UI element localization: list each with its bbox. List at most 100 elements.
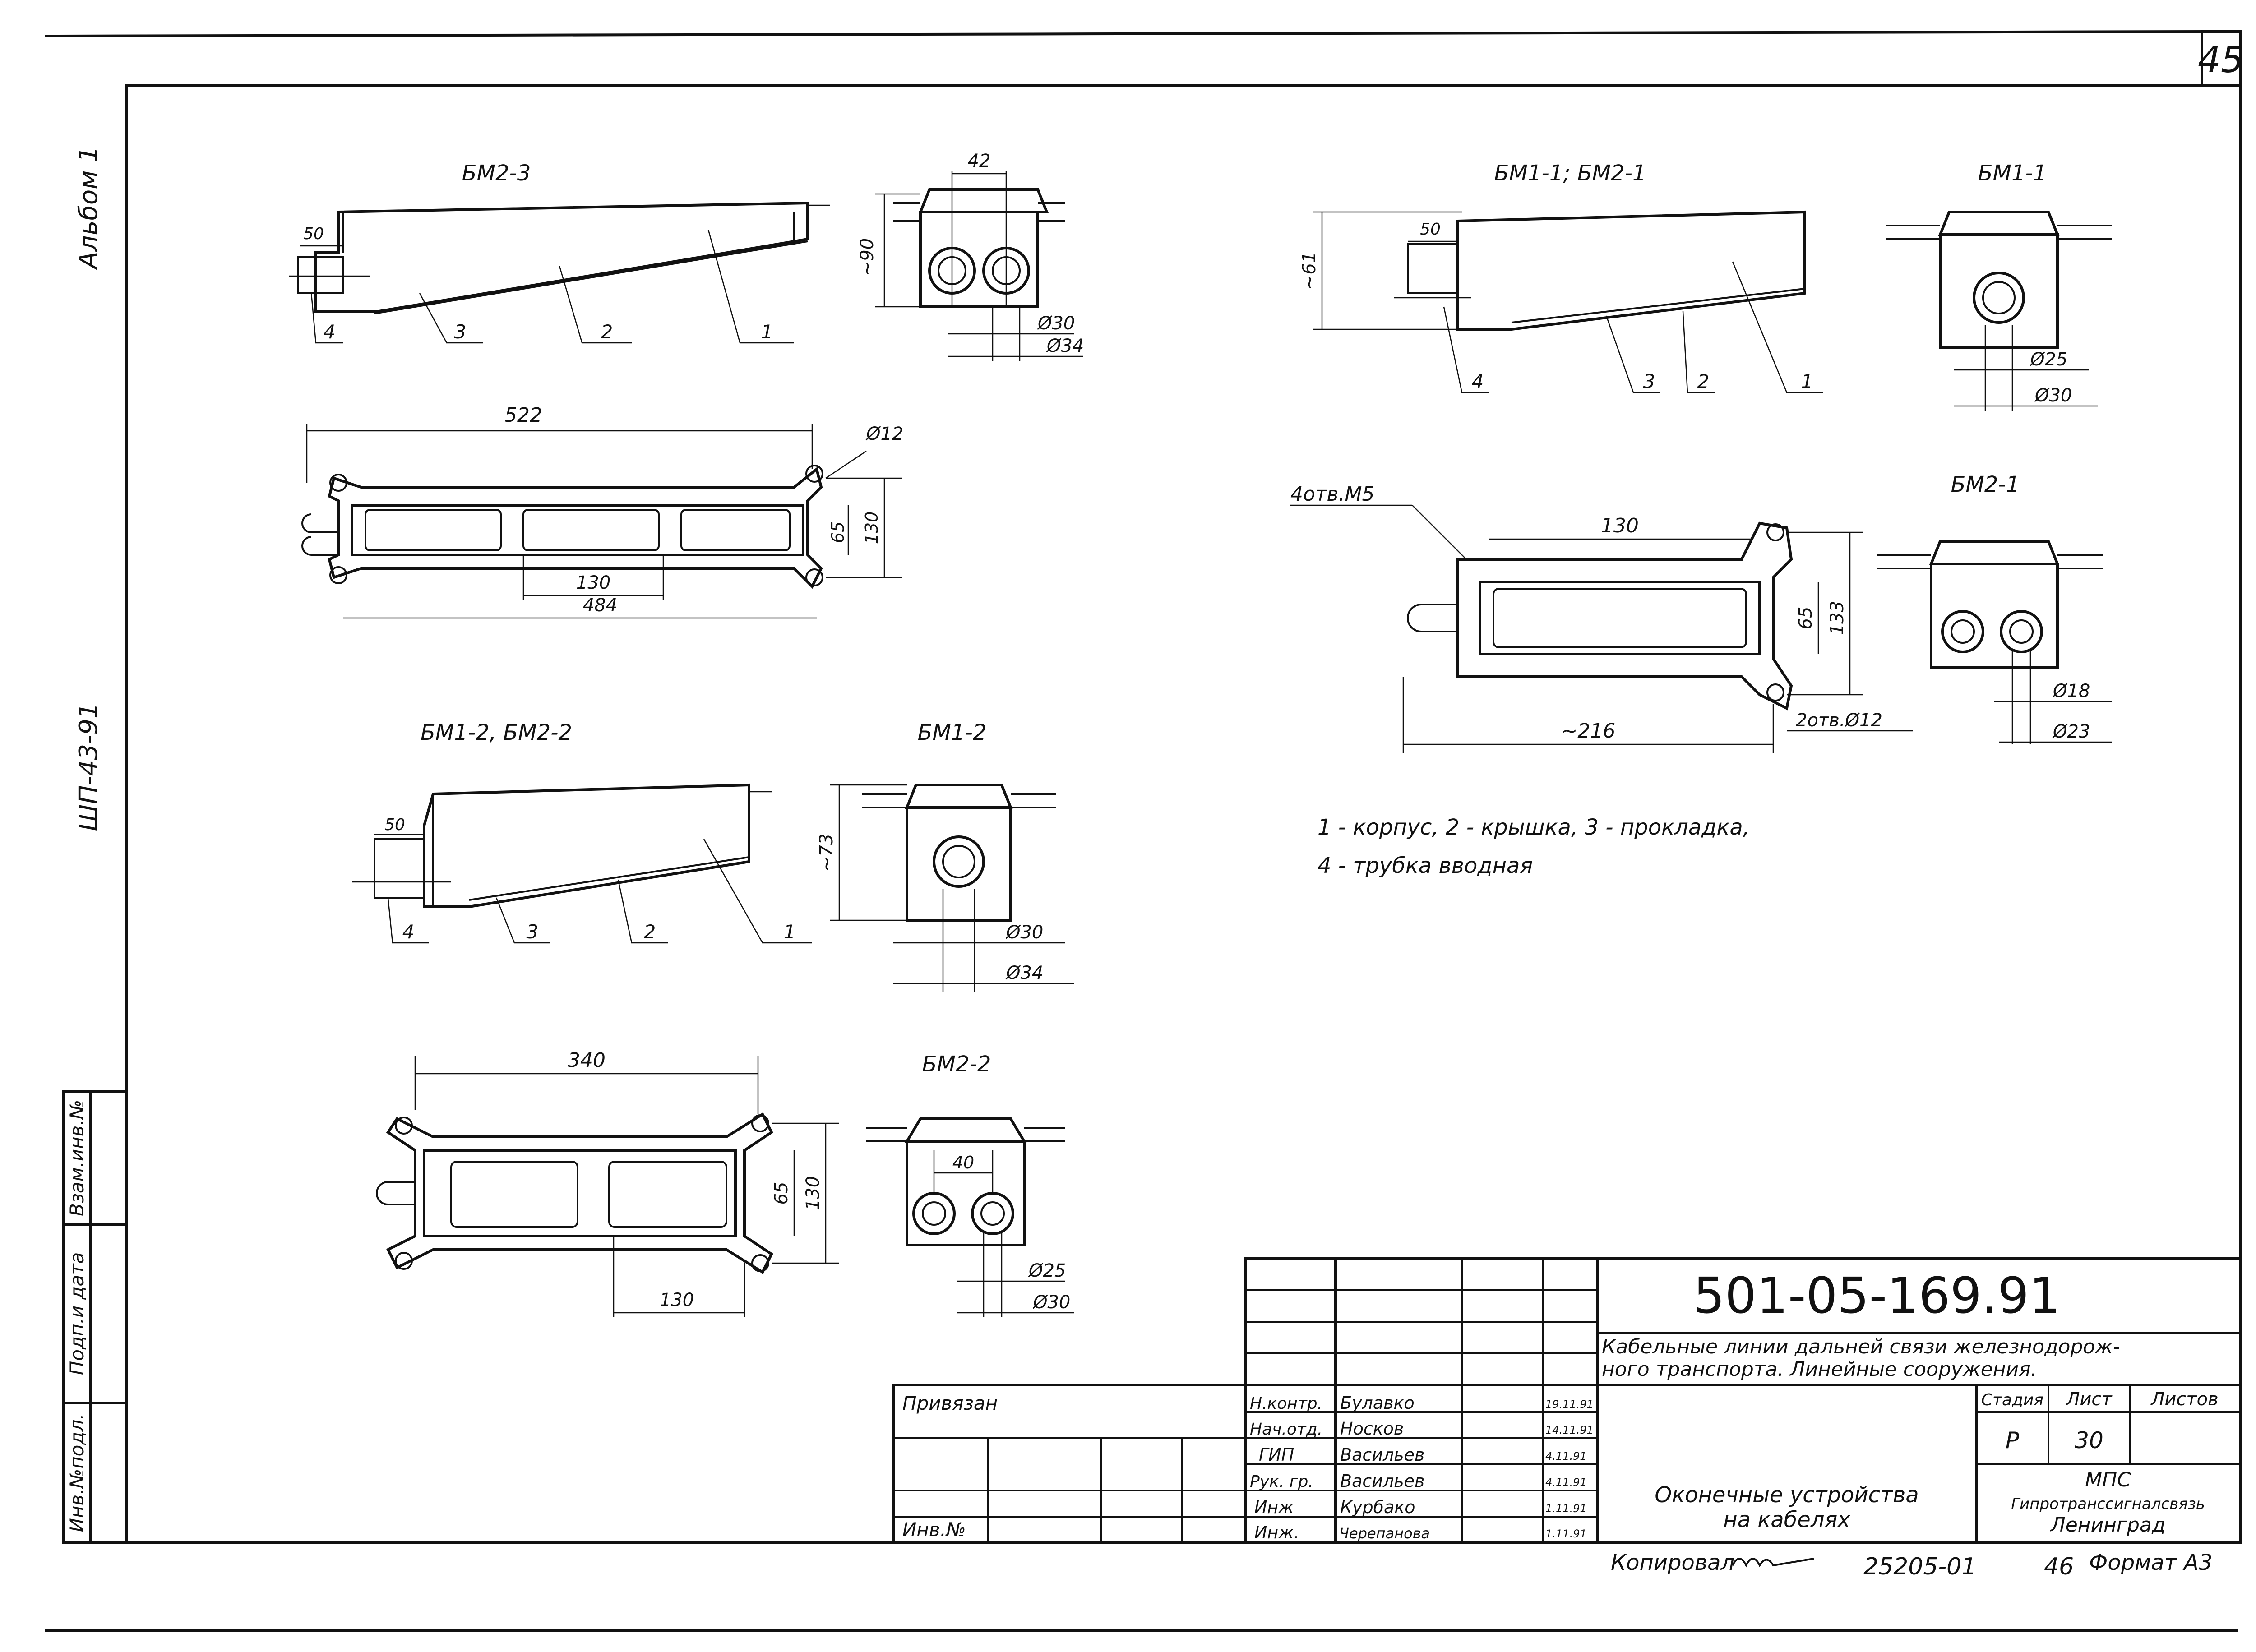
bm11-side-view: БМ1-1; БМ2-1 ~61 50 4 3 2 1 [1299, 161, 1823, 393]
staff-date: 4.11.91 [1545, 1450, 1587, 1463]
bm23-callout-3: 3 [454, 321, 467, 343]
staff-row-5: Инж Курбако 1.11.91 [1254, 1497, 1587, 1517]
bm12-dia34: Ø34 [1005, 963, 1043, 983]
bm21-dia18: Ø18 [2052, 681, 2090, 701]
bm11-dim-height: ~61 [1299, 252, 1320, 290]
album-label: Альбом 1 [74, 146, 103, 270]
org-line-3: Ленинград [2050, 1514, 2166, 1537]
bm23-side-view: БМ2-3 50 4 3 2 1 [289, 161, 830, 344]
bm12-callout-3: 3 [527, 921, 539, 943]
bm11-end-title: БМ1-1 [1978, 161, 2047, 186]
privyazan-label: Привязан [902, 1392, 998, 1414]
staff-name: Носков [1340, 1419, 1404, 1439]
staff-role: Рук. гр. [1250, 1472, 1313, 1491]
bm21-plan-view: 4отв.М5 130 65 133 ~216 2отв.Ø12 [1290, 483, 1913, 753]
bm11-callout-4: 4 [1472, 370, 1484, 392]
bm23-callout-2: 2 [601, 321, 613, 343]
bm21-dim-65: 65 [1795, 607, 1816, 630]
inv-no-label: Инв.№ [902, 1518, 966, 1541]
staff-row-6: Инж. Черепанова 1.11.91 [1254, 1523, 1587, 1542]
bm11-callout-3: 3 [1643, 370, 1655, 392]
bm23-dim-130: 130 [862, 512, 882, 545]
designation: 501-05-169.91 [1693, 1267, 2061, 1324]
bm12-side-view: БМ1-2, БМ2-2 50 4 3 2 1 [352, 720, 812, 944]
stage-header: Стадия [1981, 1391, 2043, 1409]
staff-role: ГИП [1259, 1445, 1294, 1465]
staff-name: Булавко [1340, 1393, 1415, 1413]
staff-row-2: Нач.отд. Носков 14.11.91 [1250, 1419, 1594, 1439]
bm21-dim-133: 133 [1827, 601, 1848, 635]
bm23-dim-d12: Ø12 [865, 424, 903, 444]
bm11-dim-50: 50 [1420, 220, 1441, 239]
sheets-header: Листов [2150, 1389, 2218, 1410]
series-label: ШП-43-91 [74, 703, 103, 831]
bm22-dim-130: 130 [803, 1176, 823, 1210]
staff-date: 4.11.91 [1545, 1476, 1587, 1489]
bm22-plan-view: 340 65 130 130 [376, 1049, 839, 1317]
footer-format: Формат А3 [2089, 1550, 2212, 1575]
org-line-1: МПС [2085, 1468, 2131, 1491]
bm12-title: БМ1-2, БМ2-2 [421, 720, 572, 745]
staff-row-4: Рук. гр. Васильев 4.11.91 [1250, 1471, 1587, 1491]
footer-copy: Копировал [1611, 1550, 1734, 1575]
left-margin: Альбом 1 ШП-43-91 Инв.№подл. Подп.и дата… [62, 146, 128, 1544]
bm12-end-title: БМ1-2 [918, 720, 987, 745]
bm11-dia25: Ø25 [2029, 349, 2067, 370]
bm23-dia34: Ø34 [1046, 336, 1084, 356]
bm23-dia30: Ø30 [1037, 313, 1075, 334]
bm11-callout-1: 1 [1801, 370, 1813, 392]
bm11-end-view: БМ1-1 Ø25 Ø30 [1886, 161, 2112, 411]
bm23-dim-pitch: 130 [576, 572, 610, 593]
bm12-callout-1: 1 [784, 921, 796, 943]
sheet-header: Лист [2065, 1389, 2113, 1410]
bm21-dia23: Ø23 [2052, 721, 2090, 742]
staff-date: 1.11.91 [1545, 1527, 1587, 1540]
bm21-end-title: БМ2-1 [1951, 472, 2020, 497]
bm22-dim-65: 65 [771, 1182, 792, 1205]
bm23-dim-484: 484 [583, 595, 617, 616]
sheet-title-2: на кабелях [1723, 1507, 1850, 1532]
bm23-plan-view: 522 Ø12 65 130 130 484 [301, 404, 903, 619]
bm12-callout-4: 4 [402, 921, 415, 943]
bm22-dim-40: 40 [952, 1153, 974, 1172]
staff-name: Васильев [1340, 1471, 1424, 1491]
bm11-dia30: Ø30 [2034, 385, 2072, 406]
stamp-podp-data: Подп.и дата [66, 1252, 88, 1375]
sheet-value: 30 [2075, 1427, 2103, 1454]
bm23-end-view: 42 ~90 Ø30 Ø34 [857, 151, 1084, 361]
staff-name: Черепанова [1339, 1525, 1430, 1542]
org-line-2: Гипротранссигналсвязь [2011, 1495, 2205, 1513]
bm22-dia30: Ø30 [1032, 1292, 1070, 1313]
bm23-dim-height: ~90 [857, 238, 878, 276]
project-title-2: ного транспорта. Линейные сооружения. [1602, 1358, 2037, 1381]
bm22-dia25: Ø25 [1028, 1260, 1066, 1281]
staff-date: 1.11.91 [1545, 1502, 1587, 1515]
bm21-holes-note: 4отв.М5 [1290, 483, 1374, 506]
legend-line-1: 1 - корпус, 2 - крышка, 3 - прокладка, [1318, 815, 1750, 840]
bm12-end-view: БМ1-2 ~73 Ø30 Ø34 [816, 720, 1074, 992]
staff-role: Инж [1254, 1497, 1294, 1517]
footer-number: 25205-01 [1863, 1553, 1976, 1580]
bm23-title: БМ2-3 [462, 161, 531, 186]
bm12-dia30: Ø30 [1005, 922, 1043, 943]
staff-date: 14.11.91 [1545, 1424, 1594, 1436]
stamp-vzam-inv: Взам.инв.№ [66, 1100, 88, 1216]
staff-date: 19.11.91 [1545, 1398, 1594, 1411]
bm23-dim-65: 65 [828, 521, 848, 543]
bm21-dim-216: ~216 [1561, 720, 1616, 743]
staff-role: Нач.отд. [1250, 1420, 1322, 1439]
staff-role: Н.контр. [1250, 1394, 1322, 1413]
bm22-dim-340: 340 [568, 1049, 606, 1072]
bm21-dim-130: 130 [1601, 514, 1639, 537]
staff-row-3: ГИП Васильев 4.11.91 [1259, 1445, 1587, 1465]
staff-name: Курбако [1340, 1497, 1415, 1517]
legend-line-2: 4 - трубка вводная [1318, 853, 1533, 878]
bm11-title: БМ1-1; БМ2-1 [1494, 161, 1646, 186]
title-block: Привязан Инв.№ Н.контр. Булавко 19.11.91… [892, 1257, 2242, 1580]
copyist-signature [1732, 1558, 1814, 1568]
sheet-number: 45 [2198, 39, 2244, 81]
bm23-dim-522: 522 [504, 404, 542, 427]
bm21-holes-note2: 2отв.Ø12 [1796, 710, 1882, 731]
staff-name: Васильев [1340, 1445, 1424, 1465]
